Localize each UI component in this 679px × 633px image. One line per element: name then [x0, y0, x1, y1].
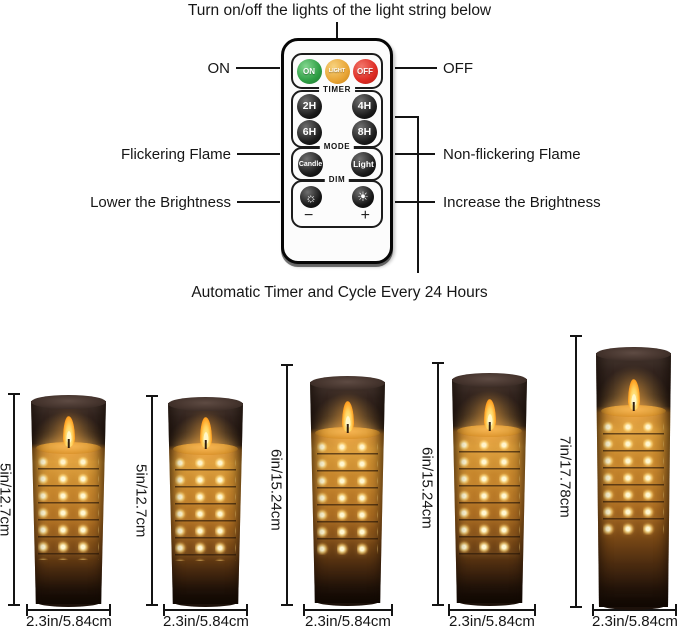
- width-dimension-line-2: [163, 604, 248, 616]
- height-dimension-label-4: 6in/15.24cm: [418, 447, 436, 529]
- dim-button-group: DIM ☼ ☀ − +: [291, 175, 383, 228]
- timer-group-label: TIMER: [319, 85, 355, 94]
- candle-3-glass-rim: [310, 376, 385, 390]
- timer-connector-line: [417, 116, 419, 273]
- width-dimension-line-1: [26, 604, 111, 616]
- candle-3: [310, 376, 385, 606]
- candle-1-string-lights: [37, 452, 100, 561]
- width-dimension-line-5: [592, 604, 677, 616]
- width-dimension-label-4: 2.3in/5.84cm: [449, 613, 535, 630]
- page-title: Turn on/off the lights of the light stri…: [187, 2, 492, 19]
- candle-5-wick: [632, 402, 635, 412]
- candle-5-wax-top: [601, 405, 666, 418]
- height-dimension-label-2: 5in/12.7cm: [132, 463, 150, 538]
- on-button[interactable]: ON: [296, 58, 322, 84]
- candle-4: [452, 373, 527, 606]
- annotation-lower-brightness: Lower the Brightness: [90, 194, 231, 211]
- candle-1-shading: [31, 401, 106, 604]
- leader-line-off: [395, 67, 437, 69]
- candle-3-shading: [310, 382, 385, 603]
- candle-2-string-lights: [174, 454, 237, 561]
- width-dimension-label-5: 2.3in/5.84cm: [592, 613, 678, 630]
- candle-2-wax-top: [173, 443, 238, 456]
- width-dimension-label-1: 2.3in/5.84cm: [26, 613, 112, 630]
- brightness-up-button[interactable]: ☀: [352, 186, 374, 208]
- dim-group-label: DIM: [324, 175, 350, 184]
- timer-connector-dash: [395, 116, 418, 118]
- candle-3-string-lights: [316, 438, 379, 556]
- candle-1-body: [31, 401, 106, 604]
- brightness-down-button[interactable]: ☼: [300, 186, 322, 208]
- leader-line-lower: [237, 201, 280, 203]
- candle-5-body: [596, 353, 671, 607]
- minus-sign: −: [304, 207, 314, 224]
- power-button-group: ON LIGHT OFF: [291, 53, 383, 89]
- candle-2-glass-rim: [168, 397, 243, 411]
- remote-control: ON LIGHT OFF TIMER 2H 4H 6H 8H MODE Cand…: [281, 38, 393, 264]
- timer-8h-button[interactable]: 8H: [352, 119, 377, 145]
- candle-1-flame: [62, 415, 75, 447]
- candle-5-flame: [627, 379, 640, 411]
- candle-2-wick: [204, 440, 207, 450]
- candle-1-wax-top: [36, 441, 101, 454]
- candle-3-wax-top: [315, 426, 380, 439]
- annotation-increase-brightness: Increase the Brightness: [443, 194, 601, 211]
- timer-4h-button[interactable]: 4H: [352, 93, 377, 119]
- height-dimension-label-3: 6in/15.24cm: [267, 448, 285, 531]
- annotation-on: ON: [207, 60, 231, 77]
- candle-4-body: [452, 379, 527, 603]
- title-connector-line: [336, 22, 338, 39]
- candle-1-wick: [67, 438, 70, 448]
- height-dimension-line-4: [432, 362, 444, 606]
- light-button[interactable]: LIGHT: [324, 58, 350, 84]
- candle-5-shading: [596, 353, 671, 607]
- candle-4-string-lights: [458, 436, 521, 555]
- width-dimension-line-3: [303, 604, 393, 616]
- height-dimension-line-3: [281, 364, 293, 606]
- height-dimension-line-5: [570, 335, 582, 608]
- mode-candle-button[interactable]: Candle: [298, 151, 323, 177]
- candle-2-flame: [199, 417, 212, 449]
- annotation-flickering-flame: Flickering Flame: [120, 146, 231, 163]
- height-dimension-label-5: 7in/17.78cm: [556, 436, 574, 518]
- candle-5-glass-rim: [596, 347, 671, 361]
- plus-sign: +: [360, 207, 370, 224]
- candle-2: [168, 397, 243, 607]
- annotation-nonflickering-flame: Non-flickering Flame: [443, 146, 581, 163]
- annotation-off: OFF: [443, 60, 473, 77]
- candle-1-glass-rim: [31, 395, 106, 409]
- width-dimension-label-3: 2.3in/5.84cm: [305, 613, 391, 630]
- candle-5: [596, 347, 671, 610]
- candle-4-wick: [488, 421, 491, 431]
- leader-line-flickering: [237, 153, 280, 155]
- height-dimension-label-1: 5in/12.7cm: [0, 462, 14, 537]
- candle-5-string-lights: [602, 417, 665, 535]
- height-dimension-line-2: [146, 395, 158, 606]
- leader-line-on: [236, 67, 280, 69]
- height-dimension-line-1: [8, 393, 20, 606]
- leader-line-increase: [395, 201, 435, 203]
- timer-6h-button[interactable]: 6H: [297, 119, 322, 145]
- candle-4-wax-top: [457, 424, 522, 437]
- off-button[interactable]: OFF: [352, 58, 378, 84]
- bright-sun-icon: ☀: [357, 189, 369, 204]
- footer-note: Automatic Timer and Cycle Every 24 Hours: [191, 284, 488, 301]
- width-dimension-line-4: [448, 604, 536, 616]
- candle-2-body: [168, 403, 243, 604]
- candle-4-flame: [483, 398, 496, 430]
- timer-2h-button[interactable]: 2H: [297, 93, 322, 119]
- candle-1: [31, 395, 106, 607]
- dim-sun-icon: ☼: [305, 189, 317, 205]
- leader-line-nonflickering: [395, 153, 435, 155]
- width-dimension-label-2: 2.3in/5.84cm: [163, 613, 249, 630]
- timer-button-group: TIMER 2H 4H 6H 8H: [291, 85, 383, 148]
- candle-3-flame: [341, 400, 354, 432]
- candle-3-wick: [346, 423, 349, 433]
- candle-4-shading: [452, 379, 527, 603]
- candle-3-body: [310, 382, 385, 603]
- candle-2-shading: [168, 403, 243, 604]
- candle-4-glass-rim: [452, 373, 527, 387]
- mode-group-label: MODE: [319, 142, 355, 151]
- mode-light-button[interactable]: Light: [351, 151, 376, 177]
